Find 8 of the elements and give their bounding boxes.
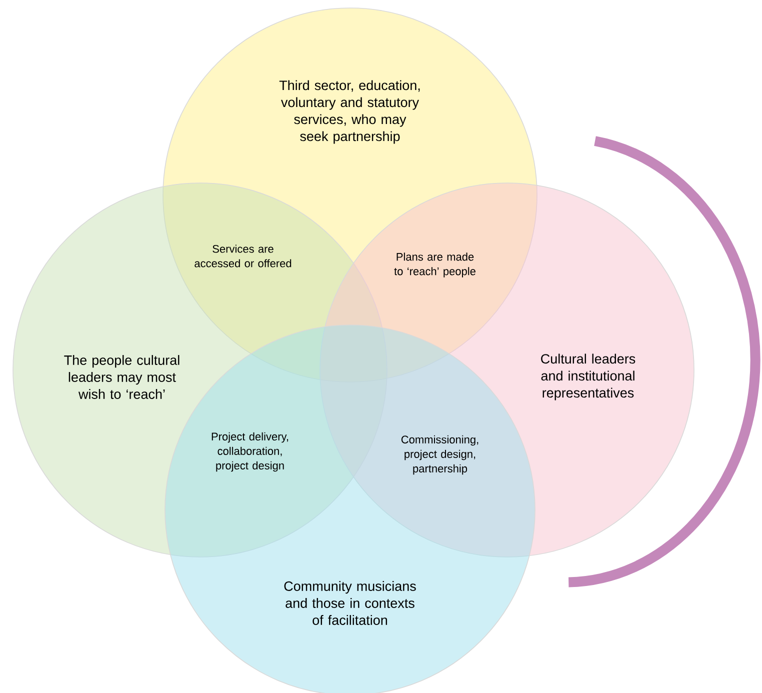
overlap-label: Commissioning, project design, partnership bbox=[401, 435, 478, 475]
overlap-label: Services are accessed or offered bbox=[194, 244, 292, 268]
circle-label: The people cultural leaders may most wish to ‘reach’ bbox=[64, 355, 180, 399]
circle-label: Third sector, education, voluntary and statutory services, who may seek partnership bbox=[279, 80, 420, 144]
overlap-label: Project delivery, collaboration, project design bbox=[212, 432, 288, 472]
circle-label: Cultural leaders and institutional representatives bbox=[541, 354, 636, 400]
overlap-label: Plans are made to ‘reach’ people bbox=[394, 252, 476, 278]
circle-label: Community musicians and those in contexts of facilitation bbox=[284, 581, 416, 625]
